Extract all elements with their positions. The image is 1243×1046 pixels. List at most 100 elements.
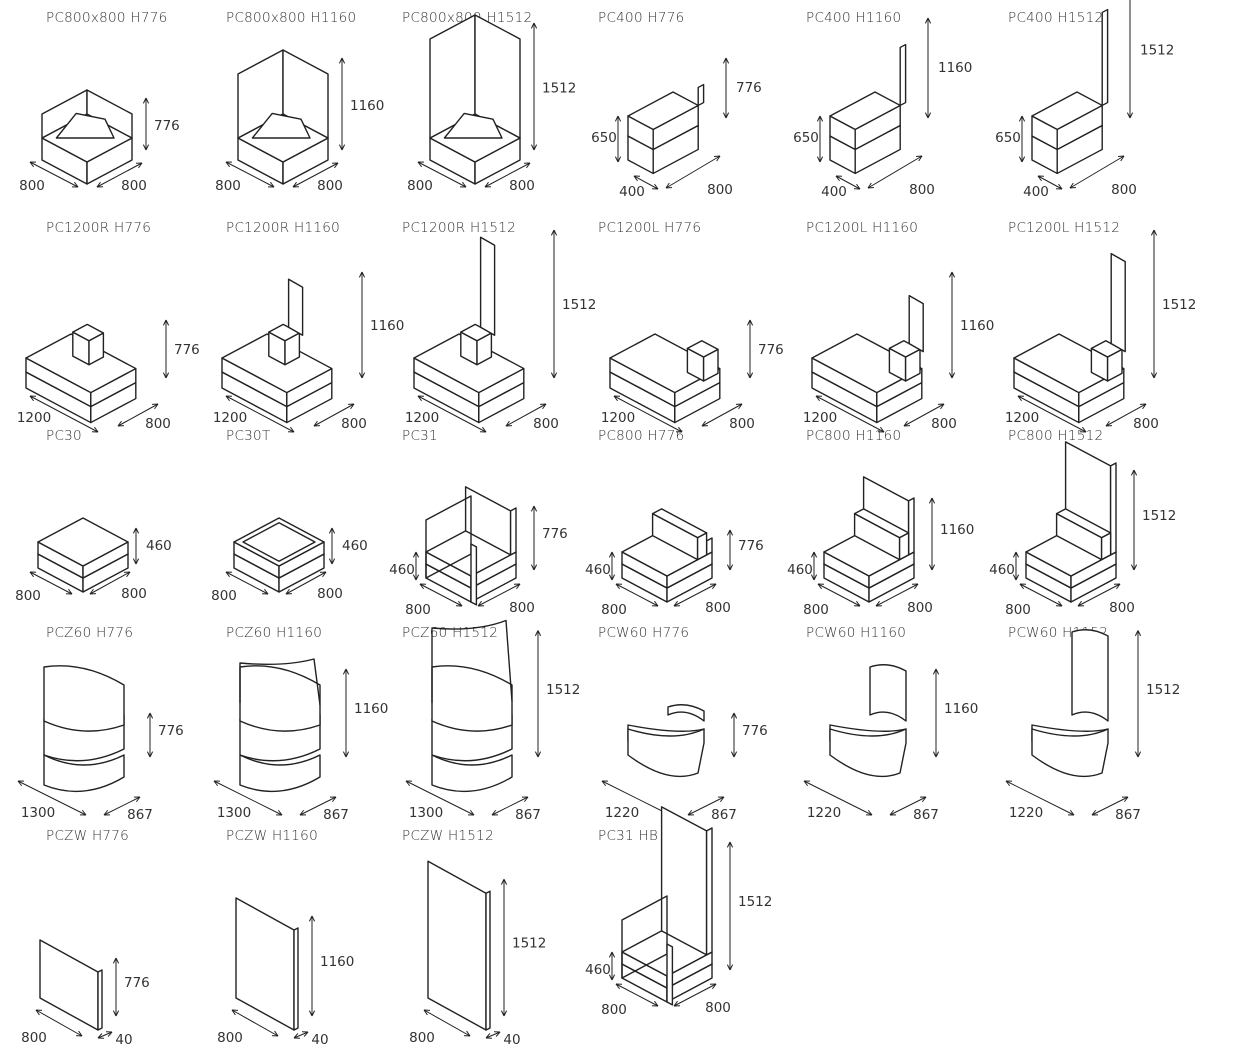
arrow-head xyxy=(615,983,620,990)
dimension-line xyxy=(225,161,275,188)
arrow-head xyxy=(264,588,269,595)
arrow-head xyxy=(270,181,275,188)
width-label: 1200 xyxy=(601,410,635,426)
arrow-head xyxy=(516,583,521,590)
arrow-head xyxy=(746,372,751,379)
backrest xyxy=(660,806,708,956)
dimension-line xyxy=(491,796,529,816)
dim-depth xyxy=(491,796,529,816)
arrow-head xyxy=(608,574,613,581)
dimension-line xyxy=(484,162,531,188)
back-curve xyxy=(239,665,321,732)
right-arm xyxy=(666,943,674,1006)
dim-width xyxy=(615,583,659,607)
arrow-head xyxy=(154,403,159,410)
arrow-head xyxy=(810,574,815,581)
back-curve xyxy=(431,665,513,732)
arrow-head xyxy=(1130,469,1135,476)
height-label: 1512 xyxy=(1146,682,1180,698)
dimension-line xyxy=(103,796,141,816)
panel-edge xyxy=(485,890,491,1031)
dimension-line xyxy=(299,796,337,816)
arrow-head xyxy=(1037,175,1042,182)
seat-upper xyxy=(221,333,333,408)
arrow-head xyxy=(89,588,94,595)
product-code: PCZW H776 xyxy=(46,828,130,844)
seat-label: 460 xyxy=(389,562,415,578)
arrow-head xyxy=(813,574,818,581)
arrow-head xyxy=(1117,155,1125,158)
width-label: 1200 xyxy=(803,410,837,426)
arrow-head xyxy=(553,229,558,236)
box-top xyxy=(1055,508,1112,539)
arrow-head xyxy=(614,156,619,163)
box-top xyxy=(853,508,910,539)
arrow-head xyxy=(523,796,529,803)
arrow-head xyxy=(533,22,538,29)
dim-width xyxy=(231,1009,279,1037)
arrow-head xyxy=(303,1031,309,1037)
back-curve xyxy=(667,704,705,722)
depth-label: 867 xyxy=(913,807,939,823)
dim-height xyxy=(162,319,170,379)
arrow-head xyxy=(611,951,616,958)
backrest xyxy=(697,83,705,107)
base-curve xyxy=(829,728,907,778)
arrow-head xyxy=(1134,751,1139,758)
depth-label: 867 xyxy=(515,807,541,823)
arrow-head xyxy=(1130,564,1135,571)
dimension-line xyxy=(485,1031,501,1039)
seat-cushion xyxy=(55,112,115,139)
arrow-head xyxy=(341,144,346,151)
product-code: PC1200L H776 xyxy=(598,220,702,236)
base-curve xyxy=(43,754,125,793)
curved-sofa xyxy=(239,658,321,793)
dimension-line xyxy=(29,395,99,433)
depth-label: 800 xyxy=(317,178,343,194)
arrow-head xyxy=(115,1010,120,1017)
arrow-head xyxy=(725,57,730,64)
dimension-line xyxy=(505,403,547,427)
dimension-line xyxy=(1005,780,1075,816)
arrow-head xyxy=(149,751,154,758)
arrow-head xyxy=(927,17,932,24)
box-top xyxy=(686,340,719,358)
arrow-head xyxy=(1123,796,1129,803)
arrow-head xyxy=(611,551,616,558)
dim-height xyxy=(530,22,538,151)
box-top xyxy=(651,508,708,539)
dimension-line xyxy=(1017,395,1087,433)
back-cushion xyxy=(460,323,493,366)
arrow-head xyxy=(889,809,895,816)
height-label: 776 xyxy=(736,80,762,96)
dim-height xyxy=(500,879,508,1017)
arrow-head xyxy=(311,1010,316,1017)
backrest-side xyxy=(705,827,713,956)
arrow-head xyxy=(719,796,725,803)
arrow-head xyxy=(225,395,230,402)
arrow-head xyxy=(126,571,131,578)
dim-width xyxy=(29,161,79,188)
arrow-head xyxy=(722,112,727,119)
arrow-head xyxy=(477,600,482,607)
dim-width xyxy=(1005,780,1075,816)
product-code: PC1200R H1160 xyxy=(226,220,341,236)
product-code: PCZ60 H776 xyxy=(46,625,134,641)
depth-label: 800 xyxy=(509,178,535,194)
dim-depth xyxy=(89,571,131,595)
height-label: 1160 xyxy=(350,98,384,114)
arrow-head xyxy=(617,156,622,163)
arrow-head xyxy=(495,1031,501,1037)
arrow-head xyxy=(149,712,154,719)
arrow-head xyxy=(345,668,350,675)
depth-label: 40 xyxy=(115,1032,132,1046)
backrest-side xyxy=(705,537,713,556)
arrow-head xyxy=(611,574,616,581)
arrow-head xyxy=(1133,469,1138,476)
left-arm xyxy=(621,895,668,979)
arrow-head xyxy=(726,529,731,536)
arrow-head xyxy=(1105,420,1110,427)
